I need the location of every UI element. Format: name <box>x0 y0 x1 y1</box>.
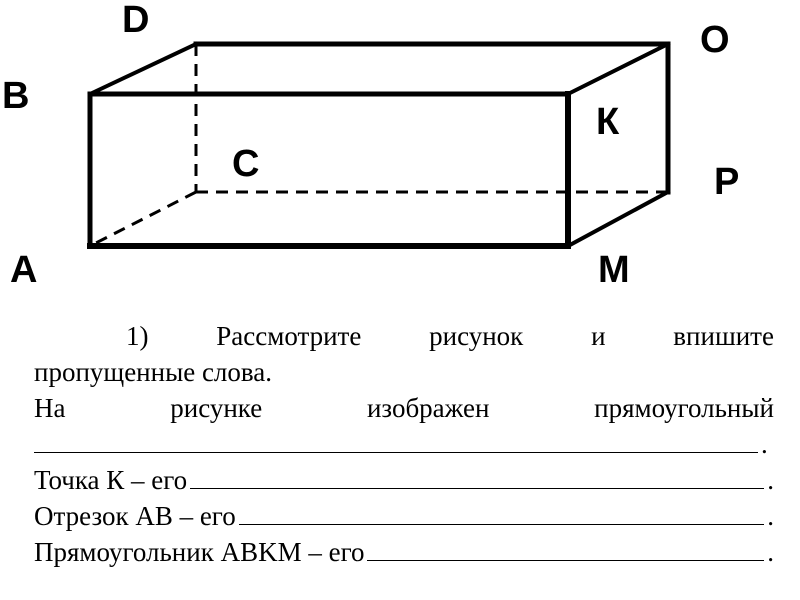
edge-bd <box>87 41 199 97</box>
task-word: прямоугольный <box>594 393 774 423</box>
task-line-6: Отрезок AB – его . <box>34 498 774 534</box>
period: . <box>761 429 768 459</box>
task-line-3: На рисунке изображен прямоугольный <box>34 390 774 426</box>
visible-edges <box>87 41 671 249</box>
task-line-5: Точка К – его . <box>34 462 774 498</box>
edge-ca <box>89 190 197 248</box>
task-line-7: Прямоугольник ABKM – его . <box>34 534 774 570</box>
parallelepiped-figure: A B C D К M O P <box>2 0 739 291</box>
vertex-label-d: D <box>122 0 149 41</box>
task-line-1: 1) Рассмотрите рисунок и впишите <box>34 318 774 354</box>
hidden-edges <box>89 44 668 248</box>
task-word: Рассмотрите <box>216 321 362 351</box>
task-line-4: . <box>34 426 774 462</box>
vertex-label-k: К <box>596 101 620 143</box>
task-text: 1) Рассмотрите рисунок и впишите пропуще… <box>34 318 774 570</box>
vertex-label-b: B <box>2 75 29 117</box>
task-word: и <box>591 321 606 351</box>
task-word: впишите <box>673 321 774 351</box>
vertex-label-o: O <box>700 19 730 61</box>
task-word: изображен <box>366 393 490 423</box>
blank-label: Прямоугольник ABKM – его <box>34 537 365 567</box>
period: . <box>767 465 774 495</box>
task-line-2: пропущенные слова. <box>34 354 774 390</box>
vertex-label-c: C <box>232 143 259 185</box>
answer-blank-3[interactable] <box>238 502 765 525</box>
vertex-label-p: P <box>714 161 739 203</box>
blank-label: Точка К – его <box>34 465 188 495</box>
period: . <box>767 501 774 531</box>
task-word: На <box>34 393 66 423</box>
answer-blank-4[interactable] <box>367 538 765 561</box>
answer-blank-2[interactable] <box>190 466 765 489</box>
task-word: рисунке <box>170 393 263 423</box>
vertex-label-m: M <box>598 249 630 291</box>
edge-mp <box>565 189 671 249</box>
task-number: 1) <box>126 321 149 351</box>
edge-ko <box>565 41 671 97</box>
answer-blank-1[interactable] <box>34 430 758 453</box>
task-text-span: пропущенные слова. <box>34 357 273 387</box>
task-word: рисунок <box>429 321 524 351</box>
vertex-label-a: A <box>10 249 37 291</box>
period: . <box>767 537 774 567</box>
blank-label: Отрезок AB – его <box>34 501 236 531</box>
